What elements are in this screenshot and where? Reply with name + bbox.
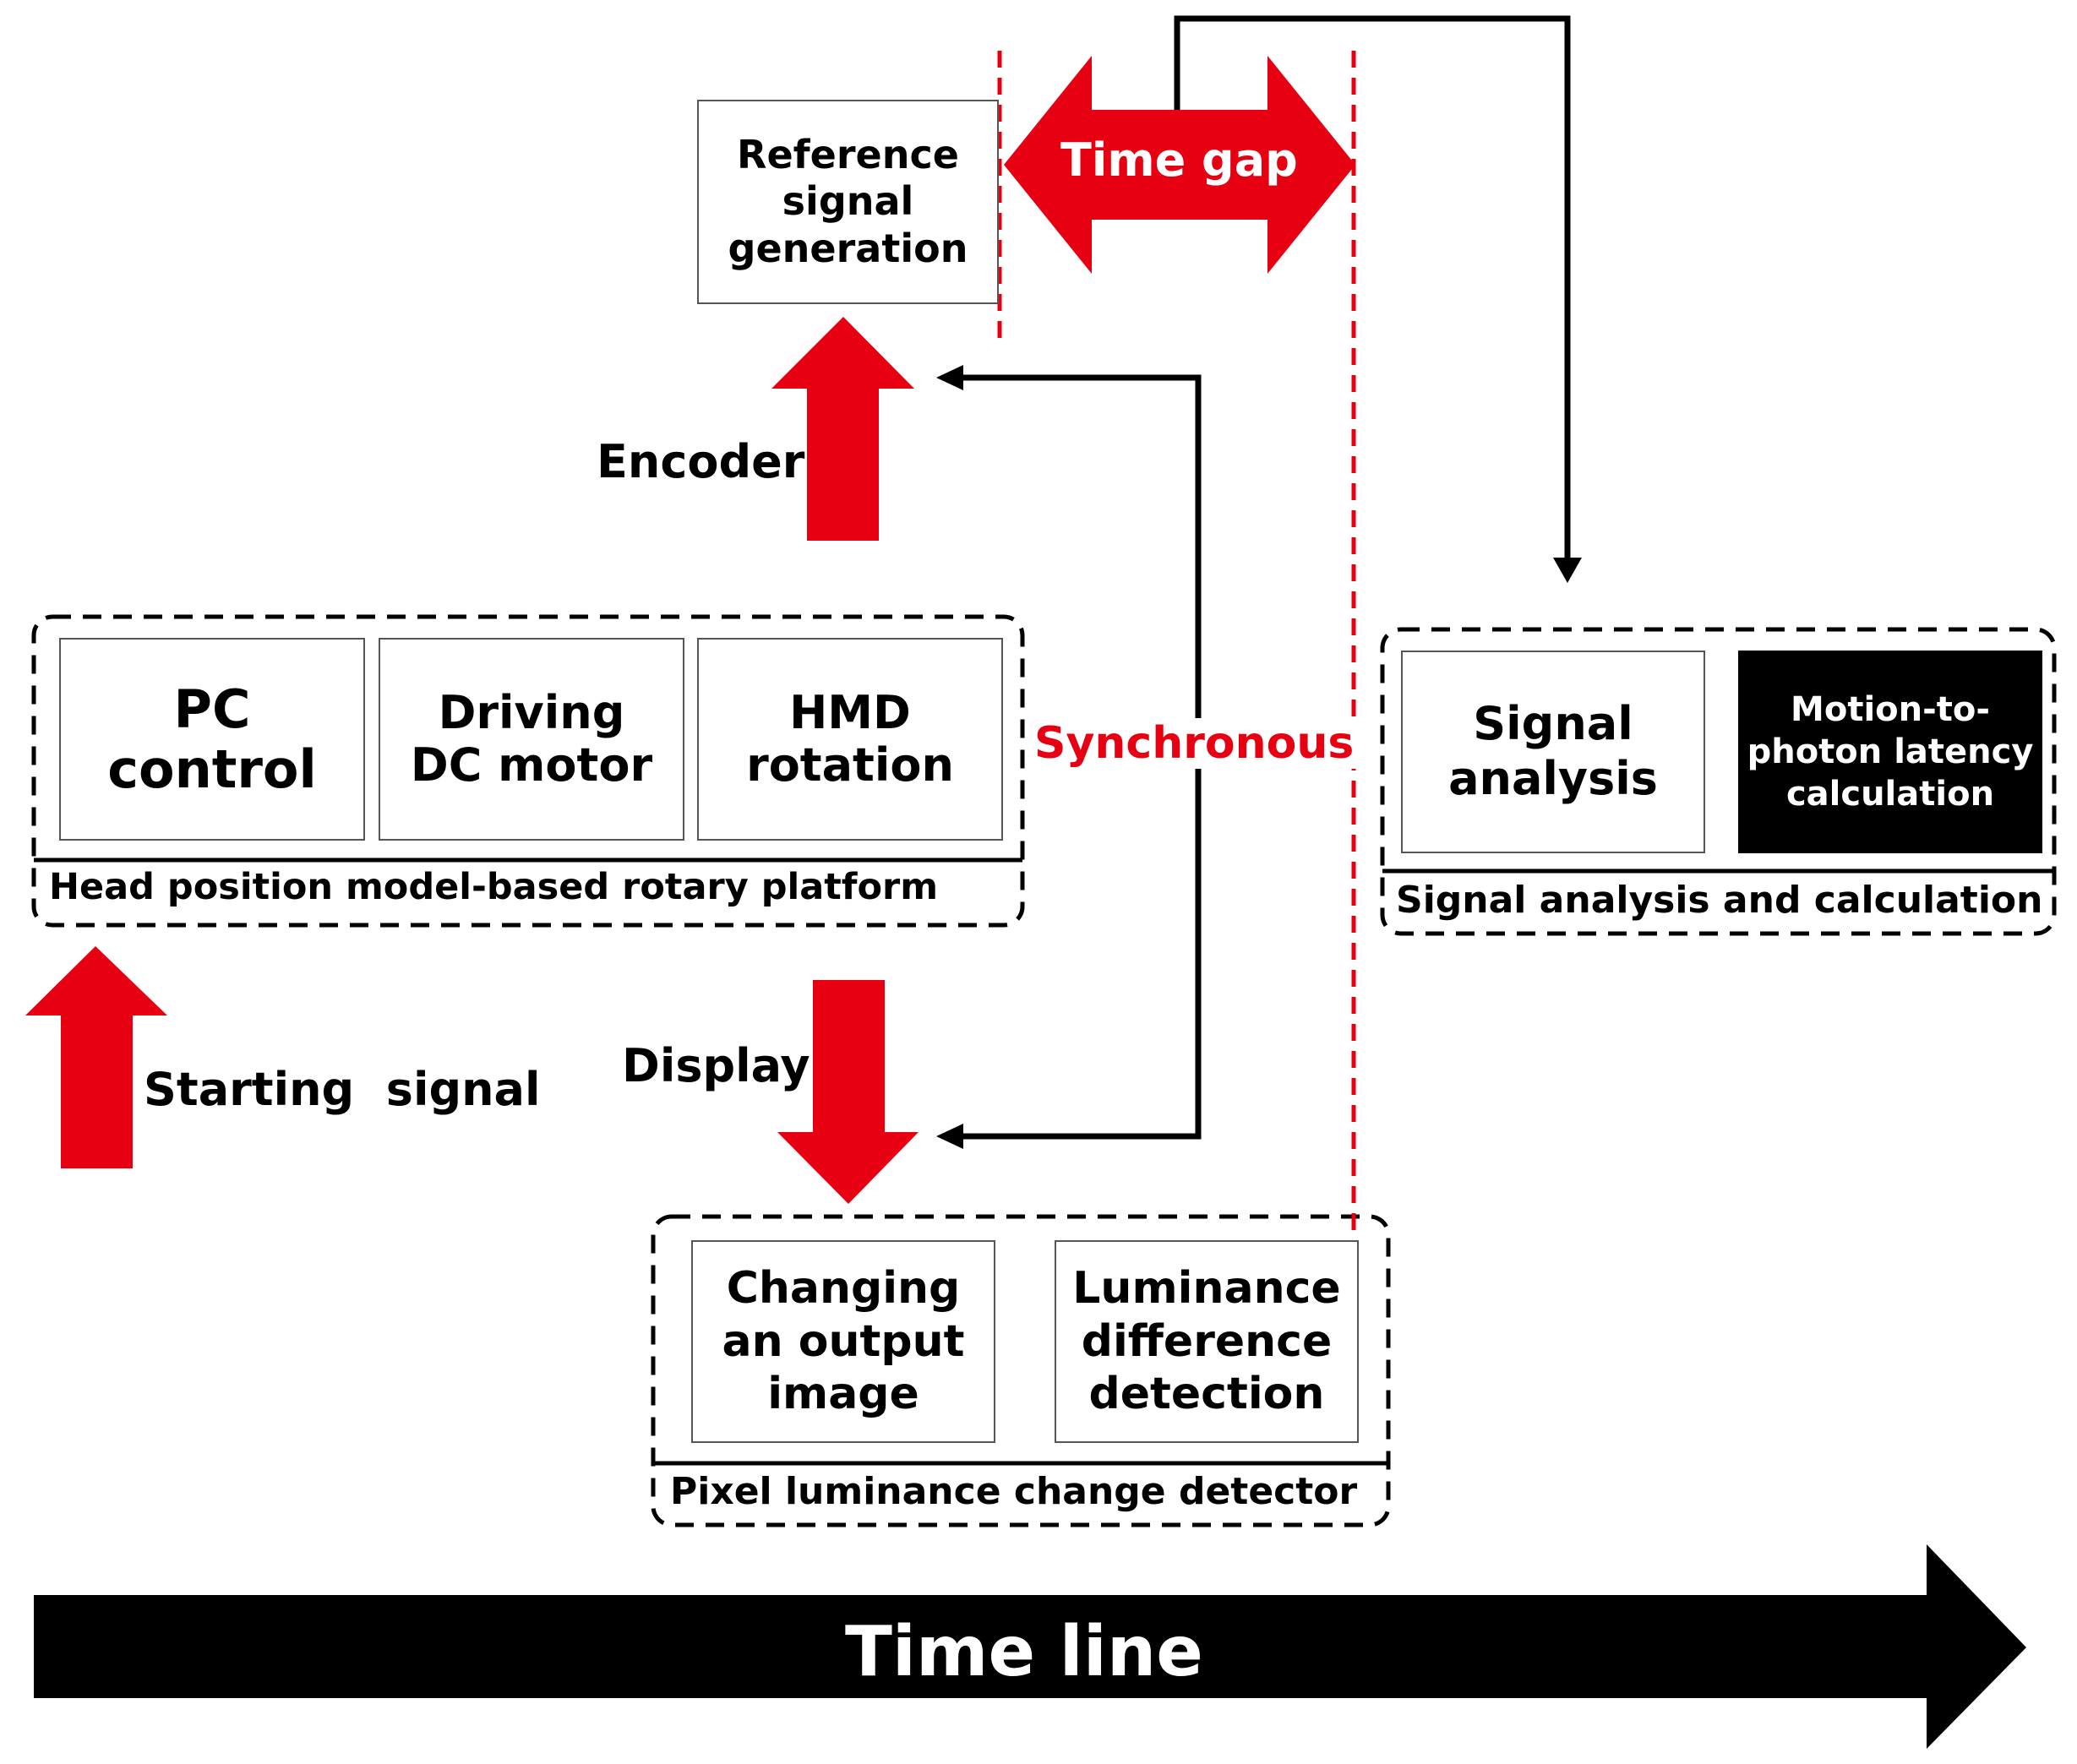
pixel-detector-group-label: Pixel luminance change detector: [670, 1470, 1358, 1513]
signal-analysis-group-border: [1380, 627, 2057, 936]
rotary-platform-group-label: Head position model-based rotary platfor…: [49, 866, 939, 908]
hmd-rotation-box: HMD rotation: [697, 638, 1003, 841]
feedback-connector-line: [1174, 15, 1571, 558]
synchronous-label: Synchronous: [1031, 718, 1358, 769]
pixel-detector-group-border: [651, 1214, 1391, 1527]
starting-signal-label: Starting signal: [144, 1063, 541, 1116]
luminance-difference-box: Luminance difference detection: [1055, 1240, 1359, 1443]
signal-analysis-group-label: Signal analysis and calculation: [1396, 879, 2043, 922]
changing-output-image-box: Changing an output image: [691, 1240, 995, 1443]
driving-dc-motor-box: Driving DC motor: [379, 638, 684, 841]
signal-analysis-box: Signal analysis: [1401, 651, 1705, 853]
synchronous-arrowhead-top: [936, 365, 963, 390]
latency-calculation-box: Motion-to- photon latency calculation: [1738, 651, 2042, 853]
time-line-arrow: [34, 1544, 2026, 1749]
synchronous-arrowhead-bottom: [936, 1124, 963, 1149]
time-gap-double-arrow: [1004, 56, 1355, 274]
starting-signal-up-arrow: [25, 946, 167, 1168]
display-label: Display: [622, 1039, 810, 1092]
display-down-arrow: [777, 980, 919, 1204]
encoder-label: Encoder: [597, 435, 805, 488]
reference-signal-box: Reference signal generation: [697, 100, 999, 304]
encoder-up-arrow: [771, 317, 914, 541]
time-gap-label: Time gap: [1060, 133, 1298, 187]
pc-control-box: PC control: [59, 638, 365, 841]
time-line-label: Time line: [845, 1612, 1203, 1692]
feedback-connector-arrowhead: [1553, 558, 1582, 583]
